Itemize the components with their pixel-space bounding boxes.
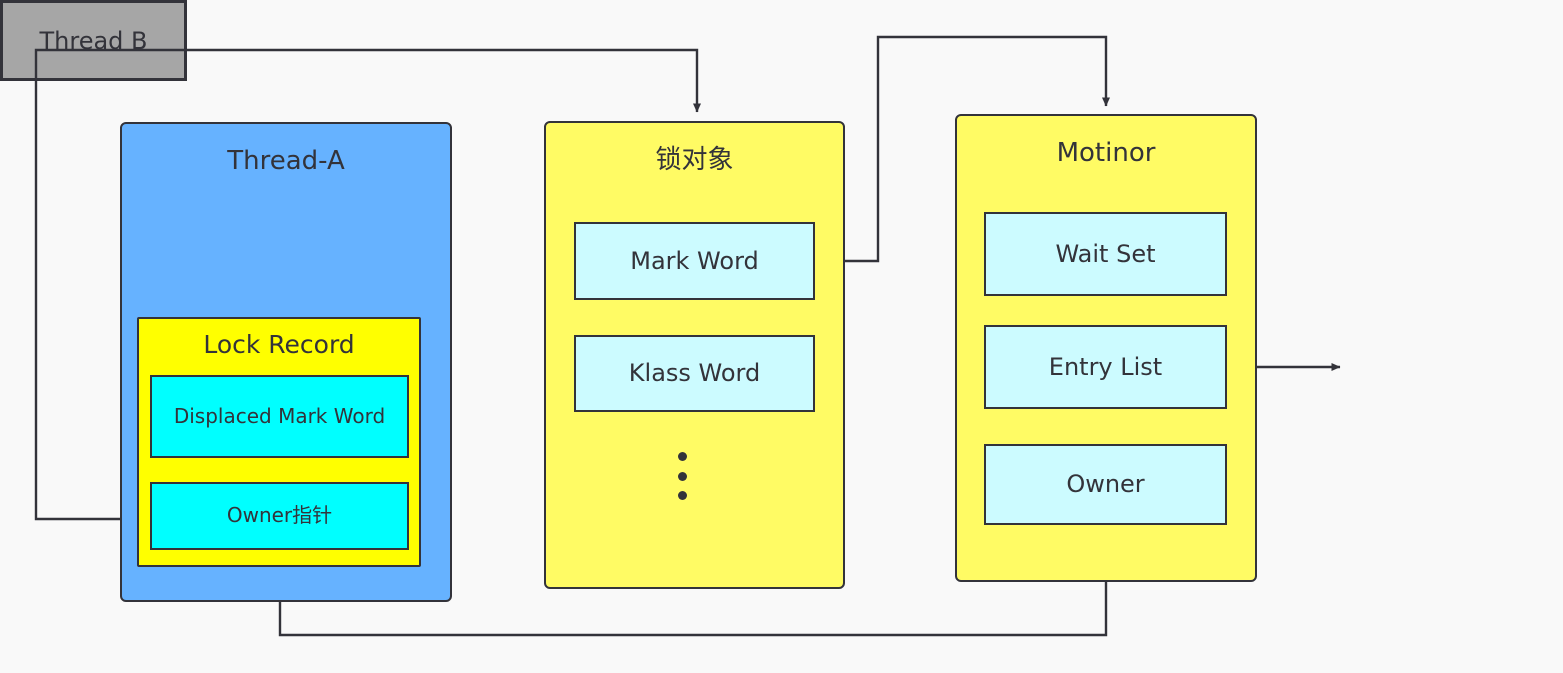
- field-wait-set[interactable]: Wait Set: [984, 212, 1227, 296]
- field-monitor-owner[interactable]: Owner: [984, 444, 1227, 525]
- panel-lock-object-title: 锁对象: [655, 145, 734, 175]
- vertical-ellipsis-icon: [676, 452, 688, 500]
- field-entry-list-label: Entry List: [1048, 352, 1163, 381]
- field-mark-word[interactable]: Mark Word: [574, 222, 815, 300]
- panel-thread-b[interactable]: Thread B: [0, 0, 187, 81]
- panel-thread-a-title: Thread-A: [227, 146, 345, 176]
- field-entry-list[interactable]: Entry List: [984, 325, 1227, 409]
- field-displaced-mark-word-label: Displaced Mark Word: [173, 403, 386, 428]
- field-klass-word[interactable]: Klass Word: [574, 335, 815, 412]
- lock-record-title: Lock Record: [203, 330, 355, 359]
- panel-thread-b-label: Thread B: [39, 26, 148, 55]
- field-wait-set-label: Wait Set: [1055, 239, 1156, 268]
- field-monitor-owner-label: Owner: [1066, 470, 1145, 499]
- field-owner-pointer[interactable]: Owner指针: [150, 482, 409, 550]
- field-owner-pointer-label: Owner指针: [226, 503, 333, 528]
- field-klass-word-label: Klass Word: [628, 359, 761, 388]
- field-displaced-mark-word[interactable]: Displaced Mark Word: [150, 375, 409, 458]
- panel-monitor-title: Motinor: [1056, 138, 1156, 168]
- field-mark-word-label: Mark Word: [630, 246, 759, 275]
